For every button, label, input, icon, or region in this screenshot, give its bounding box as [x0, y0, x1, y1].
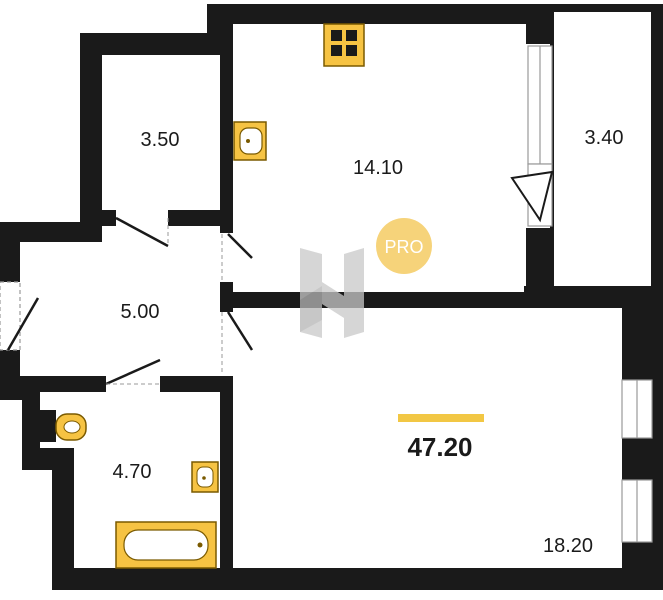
balcony-top: [526, 4, 663, 12]
wall-left-hall-top: [0, 222, 102, 242]
total-area-bar: [398, 414, 484, 422]
wall-hall-bottom-b: [160, 376, 233, 392]
wall-storage-bottom-a: [80, 210, 116, 226]
wall-storage-right: [220, 33, 233, 233]
room-area-storage: 3.50: [141, 129, 180, 151]
watermark-logo-icon: [300, 248, 364, 338]
wall-left-storage: [80, 33, 102, 223]
wall-left-bath: [22, 378, 40, 470]
doors: [6, 216, 254, 386]
living-door: [226, 311, 254, 351]
wall-storage-bottom-b: [168, 210, 233, 226]
sink-icon: [233, 121, 267, 161]
pro-badge-label: PRO: [384, 237, 423, 257]
wall-bottom: [52, 568, 663, 590]
room-area-kitchen: 14.10: [353, 157, 403, 179]
pro-badge: PRO: [376, 218, 432, 274]
total-area-value: 47.20: [407, 432, 472, 462]
stove-icon: [323, 23, 365, 67]
kitchen-door: [227, 233, 253, 259]
wall-right-upper-jog: [524, 286, 663, 308]
bathtub-icon: [115, 521, 217, 569]
entry-door: [6, 297, 40, 351]
storage-door: [115, 216, 169, 248]
balcony-right: [651, 4, 663, 304]
wall-left-bottom: [52, 448, 74, 578]
wall-bath-living: [220, 376, 233, 578]
wall-top-kitchen: [207, 4, 554, 24]
bathroom-door: [105, 358, 161, 386]
room-area-balcony: 3.40: [585, 127, 624, 149]
balcony-door-swing: [510, 170, 554, 223]
toilet-icon: [40, 410, 87, 442]
wall-left-hall-post: [0, 222, 20, 282]
bathroom-sink-icon: [191, 461, 219, 493]
wall-hall-bottom-a: [20, 376, 106, 392]
room-area-hall: 5.00: [121, 301, 160, 323]
entry-door-frame: [0, 281, 21, 351]
room-area-bathroom: 4.70: [113, 461, 152, 483]
wall-kitchen-right-bottom: [526, 228, 554, 300]
wall-top-left: [80, 33, 233, 55]
room-area-living: 18.20: [543, 535, 593, 557]
wall-living-pier: [622, 438, 663, 480]
balcony-floor: [555, 12, 651, 284]
walls: [0, 4, 663, 590]
wall-kitchen-living: [220, 292, 530, 308]
openings: [0, 45, 653, 543]
